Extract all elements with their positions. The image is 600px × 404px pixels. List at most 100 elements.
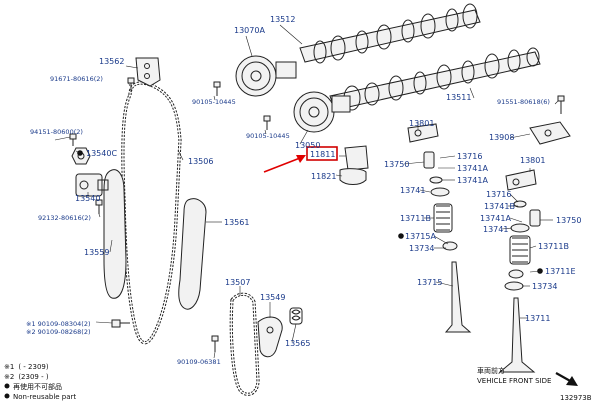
bolt-92132[interactable]	[95, 199, 103, 214]
bolt-90109[interactable]	[111, 319, 130, 328]
label-13750-b[interactable]: 13750	[556, 216, 581, 225]
red-arrow-icon	[263, 155, 306, 173]
oil-pump-chain[interactable]	[229, 292, 260, 396]
valve-spring-seat-b[interactable]	[504, 281, 524, 291]
lash-adjuster-a[interactable]	[423, 151, 435, 169]
label-13741-a[interactable]: 13741	[400, 186, 425, 195]
label-13711E[interactable]: 13711E	[545, 267, 576, 276]
valve-keeper-a[interactable]	[429, 176, 443, 184]
label-92132[interactable]: 92132-80616(2)	[38, 214, 91, 222]
label-13540C[interactable]: 13540C	[86, 149, 117, 158]
label-13711B-b[interactable]: 13711B	[538, 242, 569, 251]
label-13741A-a[interactable]: 13741A	[457, 164, 488, 173]
label-91551[interactable]: 91551-80618(6)	[497, 98, 550, 106]
label-13562[interactable]: 13562	[99, 57, 124, 66]
note-1: ※1( - 2309)	[4, 363, 49, 371]
bolt-91551[interactable]	[557, 95, 565, 114]
label-13540[interactable]: 13540	[75, 194, 100, 203]
note-2: ※2(2309 - )	[4, 373, 49, 381]
label-13070A[interactable]: 13070A	[234, 26, 265, 35]
label-13715[interactable]: 13715	[417, 278, 442, 287]
label-90105-b[interactable]: 90105-10445	[246, 132, 290, 140]
label-13741A-c[interactable]: 13741A	[480, 214, 511, 223]
label-13741-b[interactable]: 13741	[483, 225, 508, 234]
label-13711B-a[interactable]: 13711B	[400, 214, 431, 223]
label-13050[interactable]: 13050	[295, 141, 320, 150]
label-11811[interactable]: 11811	[310, 150, 335, 159]
part-labels: 13512 13070A 13562 91671-80616(2) 90105-…	[26, 15, 581, 366]
note-4: Non-reusable part	[13, 393, 76, 401]
cam-bearing-cap-lower[interactable]	[339, 168, 367, 185]
label-13908[interactable]: 13908	[489, 133, 514, 142]
vehicle-front-en: VEHICLE FRONT SIDE	[477, 377, 551, 385]
label-13801-b[interactable]: 13801	[520, 156, 545, 165]
tensioner-plug[interactable]	[71, 147, 91, 165]
valve-keeper-b[interactable]	[513, 200, 527, 208]
label-13734-a[interactable]: 13734	[409, 244, 434, 253]
label-13801-a[interactable]: 13801	[409, 119, 434, 128]
diagram-id: 132973B	[560, 394, 592, 402]
vvt-sprocket-exhaust[interactable]	[235, 55, 297, 97]
highlight-box-11811	[306, 146, 338, 161]
label-90105-a[interactable]: 90105-10445	[192, 98, 236, 106]
label-13734-b[interactable]: 13734	[532, 282, 557, 291]
label-13565[interactable]: 13565	[285, 339, 310, 348]
bolt-94151[interactable]	[69, 133, 77, 146]
chain-tensioner[interactable]	[75, 173, 109, 197]
chain-tensioner-slipper[interactable]	[103, 169, 127, 299]
valve-spring-b[interactable]	[509, 235, 531, 265]
bolt-90105-b[interactable]	[263, 115, 271, 130]
label-13506[interactable]: 13506	[188, 157, 213, 166]
camshaft-housing-bracket[interactable]	[529, 121, 571, 145]
label-13559[interactable]: 13559	[84, 248, 109, 257]
label-13716-b[interactable]: 13716	[486, 190, 511, 199]
bolt-91671[interactable]	[127, 77, 135, 92]
label-13711[interactable]: 13711	[525, 314, 550, 323]
legend: ※1( - 2309) ※2(2309 - ) 再使用不可部品 Non-reus…	[4, 363, 592, 402]
label-13512[interactable]: 13512	[270, 15, 295, 24]
label-13549[interactable]: 13549	[260, 293, 285, 302]
cam-bearing-cap-upper[interactable]	[344, 145, 369, 171]
valve-stem-seal-a[interactable]	[442, 241, 458, 251]
valve-retainer-b[interactable]	[510, 223, 530, 233]
chain-guide-upper[interactable]	[135, 57, 161, 87]
label-94151[interactable]: 94151-80600(2)	[30, 128, 83, 136]
timing-chain[interactable]	[121, 81, 182, 345]
label-13741B[interactable]: 13741B	[484, 202, 515, 211]
valve-spring-a[interactable]	[433, 203, 453, 233]
intake-valve[interactable]	[498, 297, 536, 373]
label-13741A-b[interactable]: 13741A	[457, 176, 488, 185]
label-13511[interactable]: 13511	[446, 93, 471, 102]
leader-lines	[54, 24, 559, 359]
tensioner-spring[interactable]	[289, 307, 303, 325]
vehicle-front-jp: 車両前方	[477, 366, 505, 375]
label-13561[interactable]: 13561	[224, 218, 249, 227]
label-13750-a[interactable]: 13750	[384, 160, 409, 169]
non-reusable-dot-13715A	[398, 233, 404, 239]
chain-vibration-damper[interactable]	[178, 198, 207, 310]
label-90109-c[interactable]: 90109-06381	[177, 358, 221, 366]
vehicle-front-arrow-icon	[555, 372, 578, 386]
note-3: 再使用不可部品	[13, 382, 62, 391]
label-13507[interactable]: 13507	[225, 278, 250, 287]
legend-dot-2	[4, 393, 10, 399]
valve-stem-seal-b[interactable]	[508, 269, 524, 279]
valve-retainer-a[interactable]	[430, 187, 450, 197]
bolt-90105-a[interactable]	[213, 81, 221, 96]
label-91671[interactable]: 91671-80616(2)	[50, 75, 103, 83]
lash-adjuster-b[interactable]	[529, 209, 541, 227]
rocker-arm-b[interactable]	[505, 169, 537, 191]
label-11821[interactable]: 11821	[311, 172, 336, 181]
rocker-arm-a[interactable]	[407, 123, 439, 143]
chain-tensioner-plate[interactable]	[257, 316, 283, 358]
exhaust-valve[interactable]	[444, 261, 472, 333]
camshaft-exhaust[interactable]	[299, 3, 481, 64]
label-13715A[interactable]: 13715A	[405, 232, 436, 241]
label-13716-a[interactable]: 13716	[457, 152, 482, 161]
vvt-sprocket-intake[interactable]	[293, 91, 351, 133]
bolt-90109-06381[interactable]	[211, 335, 219, 352]
legend-dot-1	[4, 383, 10, 389]
